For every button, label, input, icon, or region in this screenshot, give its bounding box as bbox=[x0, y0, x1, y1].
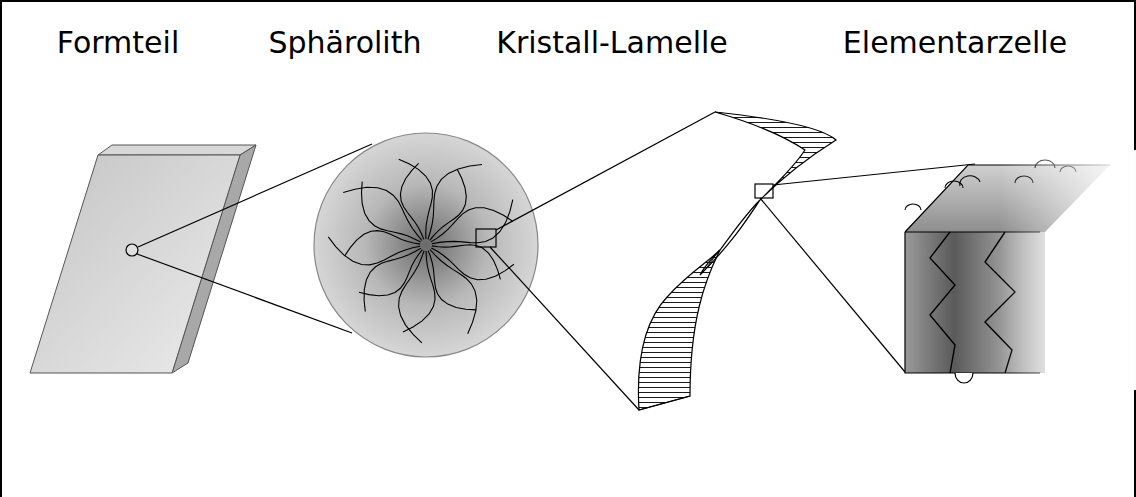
stage-label: Elementarzelle bbox=[843, 26, 1067, 59]
unit-cell bbox=[905, 150, 1136, 390]
lamella-ray bbox=[428, 251, 476, 310]
molded-part bbox=[30, 145, 256, 373]
lamella-ray bbox=[431, 248, 514, 280]
lamella-ray bbox=[431, 208, 513, 242]
lamella-ray bbox=[399, 251, 425, 343]
zoom-line bbox=[496, 112, 715, 230]
zoom-line bbox=[490, 247, 639, 410]
zoom-line bbox=[760, 198, 905, 372]
lamella-ray bbox=[400, 163, 423, 239]
zoom-line bbox=[773, 164, 975, 185]
lamella-ray bbox=[399, 159, 433, 239]
lamella-ray bbox=[432, 200, 513, 244]
stage-label: Formteil bbox=[57, 26, 179, 59]
zoom-box bbox=[755, 184, 773, 198]
lamella-ray bbox=[343, 187, 422, 240]
lamella-rays bbox=[328, 159, 514, 343]
stage-label: Sphärolith bbox=[269, 26, 422, 59]
zoom-box bbox=[476, 229, 496, 247]
lamella-ray bbox=[345, 231, 420, 256]
crystal-lamella bbox=[638, 112, 836, 410]
lamella-ray bbox=[362, 182, 421, 243]
stage-label: Kristall-Lamelle bbox=[496, 26, 728, 59]
spherulite bbox=[314, 133, 538, 357]
lamella-ray bbox=[428, 165, 482, 240]
lamella-ray bbox=[364, 248, 421, 311]
